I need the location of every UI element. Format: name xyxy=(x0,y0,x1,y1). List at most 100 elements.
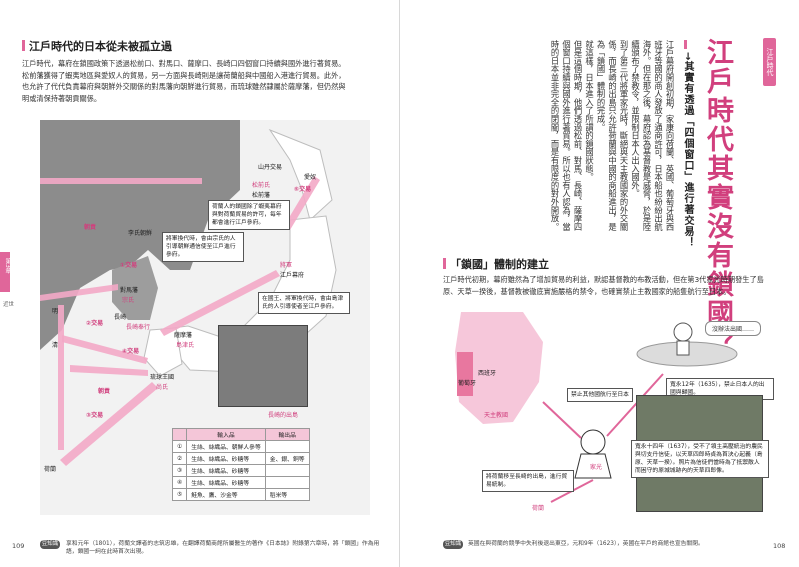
speech-bubble: 沒辦法出國…… xyxy=(705,321,762,336)
label-edo: 江戶幕府 xyxy=(280,272,305,279)
body-column: 個窗口持續與國外進行著貿易。所以也有人認為，當 xyxy=(561,40,572,231)
route-north-shape xyxy=(40,178,202,184)
table-row: ③ 生絲、絲織品、砂糖等 xyxy=(171,464,310,477)
callout-shogun: 在國王、將軍換代時，會由島津氏的人引導使者至江戶參府。 xyxy=(258,292,350,314)
label-matsumae-clan: 松前氏 xyxy=(252,182,271,189)
chapter-label: 第3章 xyxy=(4,258,11,274)
body-column: 但是這個時期，他們透過松前、對馬、長崎、薩摩四 xyxy=(573,40,583,231)
row-import: 鮭魚、鷹、沙金等 xyxy=(186,488,266,501)
label-spain: 西班牙 xyxy=(478,370,497,377)
right-section-heading: 「鎖國」體制的建立 xyxy=(443,256,549,272)
row-no: ④ xyxy=(171,476,188,489)
row-no: ② xyxy=(171,452,188,465)
body-column: 時的日本並非完全的閉關，而是有限度的對外開放。 xyxy=(550,40,560,231)
figure-body-shape xyxy=(676,340,690,356)
label-dutch: 荷蘭 xyxy=(532,505,545,512)
label-sho-clan: 尚氏 xyxy=(156,384,169,391)
row-export xyxy=(264,476,310,489)
footer-text-right: 英國在與荷蘭的競爭中失利後退出東亞，元和9年（1623），英國在平戶的商館也宣告… xyxy=(468,541,704,547)
body-column: 續頒布了禁教令，並限制日本人出入國外。 xyxy=(630,40,641,198)
note-shimabara: 寬永十四年（1637），受不了領主高壓統治的農民與切支丹信徒，以天草四郎時貞為首… xyxy=(631,440,769,478)
vertical-body: 江戶幕府開創初期，家康向荷蘭、英國、葡萄牙與西 班牙等國的商人發放了通商許可，日… xyxy=(455,40,675,250)
table-row: ② 生絲、絲織品、砂糖等 金、銀、銅等 xyxy=(171,452,310,465)
row-export xyxy=(264,464,310,477)
body-column: 就這樣，日本進入了所謂的鎖國狀態。 xyxy=(584,40,595,182)
label-portugal: 葡萄牙 xyxy=(458,380,477,387)
label-so-clan: 宗氏 xyxy=(122,297,135,304)
table-header-no xyxy=(171,428,188,441)
label-joseon: 李氏朝鮮 xyxy=(128,230,153,237)
dejima-photo xyxy=(218,325,308,407)
trade-route-map: 山丹交易 愛奴 松前氏 松前藩 ⑤交易 李氏朝鮮 朝貢 ①交易 對馬藩 宗氏 明… xyxy=(40,120,370,515)
label-trade3: ③交易 xyxy=(86,412,104,419)
row-export: 金、銀、銅等 xyxy=(264,452,310,465)
korea-peninsula-shape xyxy=(112,256,158,320)
body-column: 為「鎖國」體制的完成。 xyxy=(596,40,606,132)
label-iemitsu: 家光 xyxy=(590,464,603,471)
iberia-shape xyxy=(455,312,543,424)
sakoku-illustration xyxy=(455,312,738,503)
continent-shape xyxy=(40,120,240,350)
iemitsu-head-shape xyxy=(580,429,606,455)
label-trade2: ②交易 xyxy=(86,320,104,327)
table-row: ④ 生絲、絲織品、砂糖等 xyxy=(171,476,310,489)
label-trade5: ⑤交易 xyxy=(294,186,312,193)
label-matsumae-domain: 松前藩 xyxy=(252,192,271,199)
row-import: 生絲、絲織品、砂糖等 xyxy=(186,476,266,489)
table-row: ⑤ 鮭魚、鷹、沙金等 稻米等 xyxy=(171,488,310,501)
body-column: 海外。但在那之後，幕府認為基督教是威脅，於是陸 xyxy=(642,40,652,231)
body-column: 江戶幕府開創初期，家康向荷蘭、英國、葡萄牙與西 xyxy=(665,40,675,231)
route-to-edo-shape xyxy=(160,270,280,336)
footer-badge-right: 豆知識 xyxy=(443,540,463,549)
row-no: ③ xyxy=(171,464,188,477)
label-ming: 明 xyxy=(52,308,59,315)
figure-head-shape xyxy=(673,322,693,342)
route-ezo-shape xyxy=(284,176,320,230)
footer-badge-left: 豆知識 xyxy=(40,540,60,549)
label-nagasaki-magistrate: 長崎奉行 xyxy=(126,324,151,331)
left-page: 江戶時代的日本從未被孤立過 江戶時代，幕府在鎖國政策下透過松前口、對馬口、薩摩口… xyxy=(0,0,399,567)
row-import: 生絲、絲織品、朝鮮人參等 xyxy=(186,440,266,453)
row-export: 稻米等 xyxy=(264,488,310,501)
row-no: ⑤ xyxy=(171,488,188,501)
left-section-heading: 江戶時代的日本從未被孤立過 xyxy=(22,38,172,54)
label-trade4: ④交易 xyxy=(122,348,140,355)
right-paragraph: 江戶時代初期，幕府雖然為了增加貿易的利益，默認基督教的布教活動，但在第3代家光時… xyxy=(443,275,764,296)
left-section-title: 江戶時代的日本從未被孤立過 xyxy=(29,40,172,53)
left-paragraph: 江戶時代，幕府在鎖國政策下透過松前口、對馬口、薩摩口、長崎口四個窗口持續與國外進… xyxy=(22,59,346,103)
arrow-ban-travel xyxy=(606,373,664,437)
label-ryukyu: 琉球王國 xyxy=(150,374,175,381)
row-export xyxy=(264,440,310,453)
table-header-export: 輸出品 xyxy=(264,428,310,441)
body-column: 到了第三代將軍家光時，斷絕與天主教國家的外交關 xyxy=(619,40,629,231)
label-tsushima: 對馬藩 xyxy=(120,287,139,294)
chapter-tab xyxy=(0,252,10,292)
era-label: 近世 xyxy=(3,302,15,308)
note-ban-ships: 禁止其他國航行至日本 xyxy=(567,388,633,402)
page-number-left: 109 xyxy=(12,542,25,550)
label-satsuma: 薩摩藩 xyxy=(174,332,193,339)
body-column: 班牙等國的商人發放了通商許可，日本船也紛紛出航 xyxy=(653,40,664,231)
route-dutch-shape xyxy=(60,382,158,466)
label-catholic: 天主教國 xyxy=(484,412,509,419)
callout-matsumae: 荷蘭人的鎖國除了蝦夷幕府與對荷蘭貿易的許可，每年都會進行江戶參府。 xyxy=(208,200,290,230)
page-title: 江戶時代其實沒有鎖國？ xyxy=(702,38,733,357)
row-import: 生絲、絲織品、砂糖等 xyxy=(186,452,266,465)
arrow-ban-ships xyxy=(542,401,582,439)
table-header-row: 輸入品 輸出品 xyxy=(171,428,310,441)
iemitsu-body-shape xyxy=(574,453,612,479)
label-tribute-bottom: 朝貢 xyxy=(98,388,111,395)
body-column: 係，而長崎的出島只允許荷蘭與中國的商船進出，是 xyxy=(607,40,618,231)
label-qing: 清 xyxy=(52,342,59,349)
label-tribute-top: 朝貢 xyxy=(84,224,97,231)
label-shimazu: 島津氏 xyxy=(176,342,195,349)
label-nagasaki: 長崎 xyxy=(114,314,127,321)
row-no: ① xyxy=(171,440,188,453)
label-shanhan: 山丹交易 xyxy=(258,164,283,171)
label-netherlands: 荷蘭 xyxy=(44,466,57,473)
footer-text-left: 享和元年（1801），荷蘭文譯者的志筑忠雄，在翻譯荷蘭商館所屬醫生的著作《日本誌… xyxy=(66,541,380,555)
callout-joseon: 將軍換代時，會由宗氏的人引導朝鮮通信使至江戶進行參府。 xyxy=(162,232,244,262)
category-tab: 江戶時代 xyxy=(763,38,776,86)
label-ainu: 愛奴 xyxy=(304,174,317,181)
route-tribute-shape xyxy=(40,284,118,301)
